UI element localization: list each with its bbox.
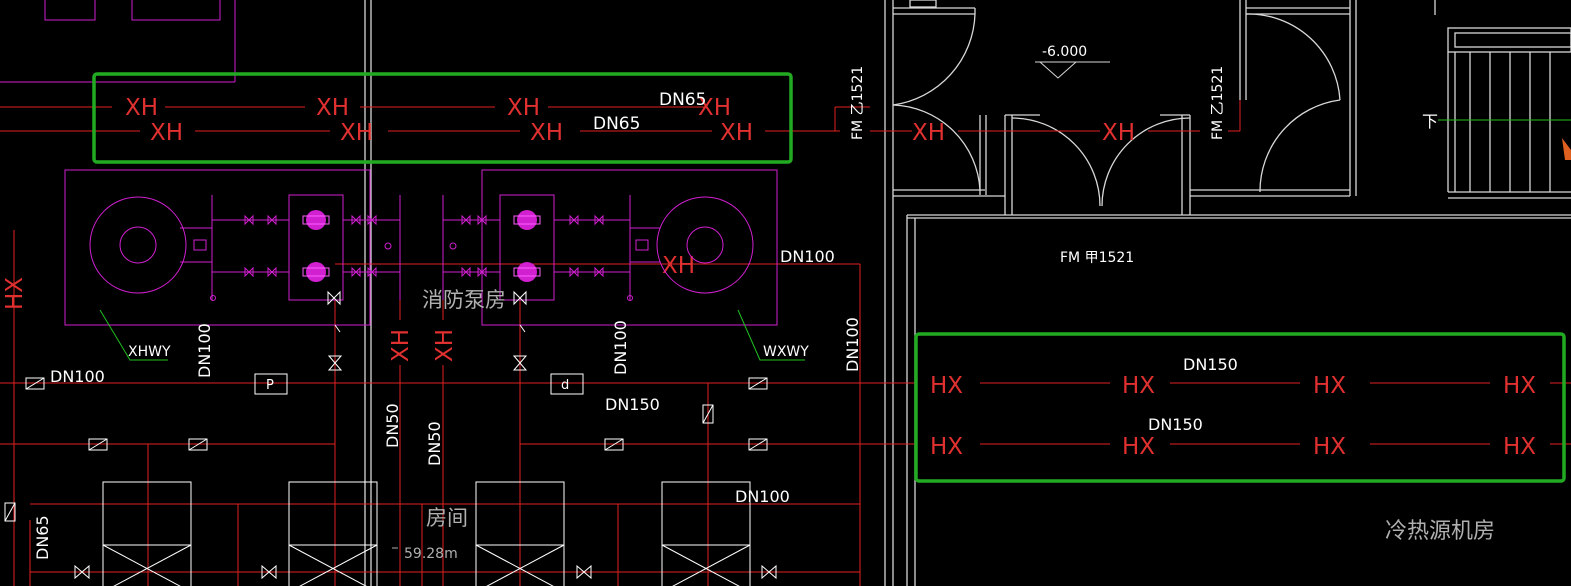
xh-label: XH <box>1102 120 1135 146</box>
gate-valve-icon <box>327 355 343 371</box>
hx-label: HX <box>1313 373 1346 399</box>
pipe-size-dn150: DN150 <box>1183 355 1238 374</box>
room-label-pump-room: 消防泵房 <box>422 288 506 312</box>
pipe-size-dn100: DN100 <box>195 323 214 378</box>
pipe-size-dn150: DN150 <box>605 395 660 414</box>
pressure-tank-icon <box>656 196 754 294</box>
pump-unit-left <box>64 169 401 326</box>
pressure-gauge-label: d <box>561 378 569 393</box>
highlight-box-xh-pipes[interactable] <box>92 72 793 164</box>
xh-label: XH <box>340 120 373 146</box>
pipe-size-dn65: DN65 <box>593 114 640 134</box>
xh-label: XH <box>507 95 540 121</box>
room-label-room: 房间 <box>426 506 468 530</box>
pipe-size-dn100: DN100 <box>843 317 862 372</box>
elevation-marker: -6.000 <box>1035 44 1110 79</box>
pressure-tank-icon <box>89 196 187 294</box>
xh-label: XH <box>662 253 695 279</box>
equipment-tags: XHWY WXWY <box>99 309 809 361</box>
equipment-tag-xhwy: XHWY <box>128 344 171 360</box>
hx-label: HX <box>1503 373 1536 399</box>
hx-label: HX <box>1122 434 1155 460</box>
xh-label: XH <box>388 329 414 362</box>
xh-label: XH <box>530 120 563 146</box>
stair-arrow: 下 <box>1422 112 1571 160</box>
walls <box>364 0 1571 586</box>
hx-label: HX <box>930 434 963 460</box>
stair-down-label: 下 <box>1422 112 1438 131</box>
pipe-size-dn50: DN50 <box>383 403 402 448</box>
xh-label: XH <box>150 120 183 146</box>
pipe-size-dn65: DN65 <box>659 90 706 110</box>
xh-label: XH <box>912 120 945 146</box>
xh-label: XH <box>432 329 458 362</box>
pump-icon <box>517 262 537 282</box>
pump-icon <box>306 262 326 282</box>
pipe-size-dn150: DN150 <box>1148 415 1203 434</box>
equipment-tag-wxwy: WXWY <box>763 344 809 360</box>
hx-labels: HX HX HX HX HX HX HX HX <box>930 373 1536 460</box>
hx-label: HX <box>1313 434 1346 460</box>
top-equipment-outline <box>0 0 236 83</box>
door-label: FM 甲1521 <box>1060 250 1134 266</box>
pipes <box>0 100 1571 586</box>
bottom-valves <box>74 564 777 580</box>
pump-line-valves <box>210 214 633 301</box>
door-label: FM 乙1521 <box>850 66 866 140</box>
pump-unit-right <box>442 169 778 326</box>
hx-label: HX <box>1122 373 1155 399</box>
pipe-size-dn65: DN65 <box>33 515 52 560</box>
bottom-tanks <box>102 481 751 586</box>
door-label: FM 乙1521 <box>1210 66 1226 140</box>
pump-icon <box>306 210 326 230</box>
hx-label: HX <box>930 373 963 399</box>
pipe-size-dn100: DN100 <box>611 320 630 375</box>
pressure-gauge-label: P <box>266 378 274 393</box>
top-xh-labels: XH XH XH XH XH XH XH XH XH XH XH <box>125 95 1135 279</box>
room-area-label: 59.28m <box>404 546 458 562</box>
hx-label: HX <box>1503 434 1536 460</box>
xh-label: XH <box>125 95 158 121</box>
elevation-text: -6.000 <box>1042 44 1087 60</box>
main-valves <box>4 373 768 522</box>
pumps <box>302 210 541 282</box>
pipe-size-dn100: DN100 <box>780 247 835 266</box>
xh-label: XH <box>316 95 349 121</box>
xh-label: XH <box>698 95 731 121</box>
check-valve-icon <box>327 290 341 306</box>
check-valves <box>327 290 528 371</box>
check-valve-icon <box>513 290 527 306</box>
pump-icon <box>517 210 537 230</box>
gate-valve-icon <box>512 355 528 371</box>
pipe-size-dn100: DN100 <box>50 367 105 386</box>
room-label-heat-source: 冷热源机房 <box>1385 519 1495 544</box>
xh-label: XH <box>720 120 753 146</box>
pipe-size-labels: DN100 DN100 DN150 DN100 DN100 DN100 DN10… <box>33 247 1238 560</box>
pipe-size-dn100: DN100 <box>735 487 790 506</box>
pipe-size-dn50: DN50 <box>425 421 444 466</box>
hx-label: HX <box>2 277 28 310</box>
highlight-box-hx-pipes[interactable] <box>914 332 1566 483</box>
